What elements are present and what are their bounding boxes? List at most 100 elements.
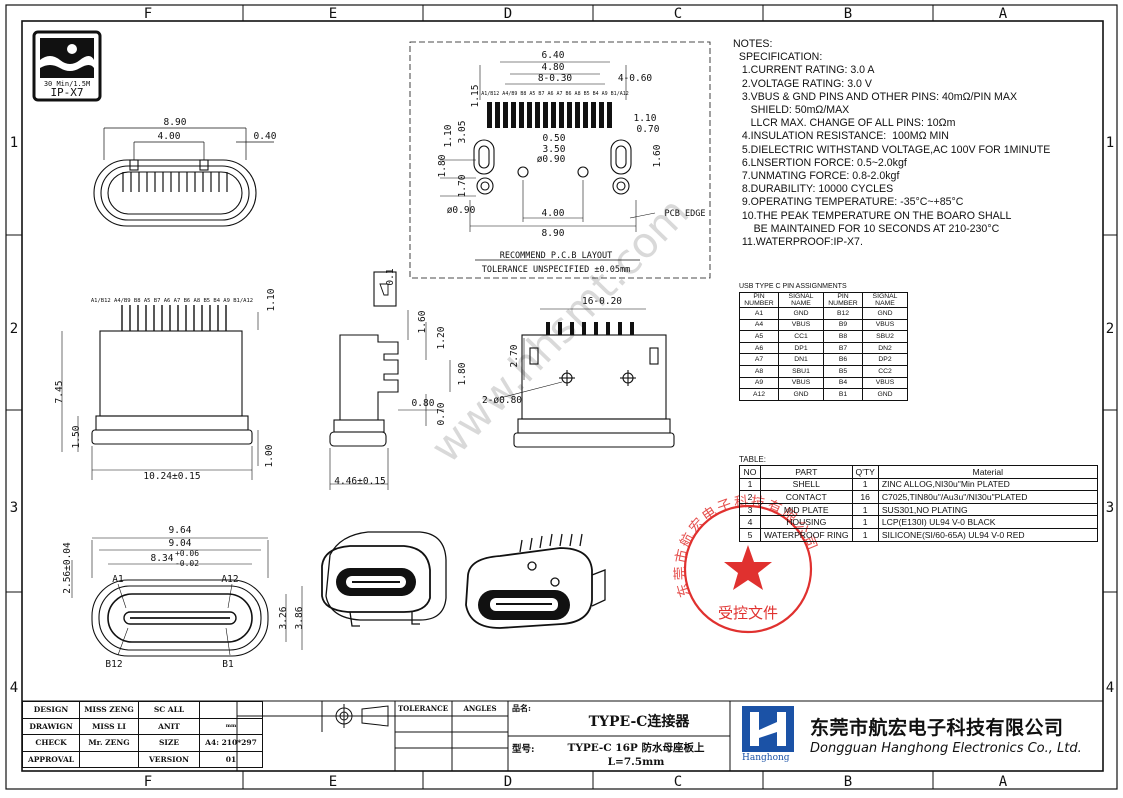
dim-mouth-964: 9.64 [169, 525, 192, 536]
pin-cell: VBUS [778, 318, 824, 332]
pin-cell: A6 [739, 341, 779, 355]
label-a1: A1 [112, 574, 124, 585]
dim-mouth-326: 3.26 [278, 606, 289, 629]
dim-side-120: 1.20 [436, 326, 447, 349]
label-b1: B1 [222, 659, 234, 670]
parts-cell: WATERPROOF RING [760, 527, 853, 542]
title-block-cell: Mr. ZENG [79, 734, 139, 752]
dim-top-400: 4.00 [158, 131, 181, 142]
parts-cell: 16 [851, 490, 879, 504]
spec-notes: NOTES: SPECIFICATION: 1.CURRENT RATING: … [733, 38, 1113, 249]
pcb-layout: 6.40 4.80 8-0.30 4-0.60 1.15 3.05 1.10 1… [409, 41, 711, 279]
dim-mouth-386: 3.86 [294, 606, 305, 629]
zone-bottom-4: B [844, 774, 852, 790]
parts-cell: 1 [739, 477, 761, 492]
parts-cell: 1 [851, 515, 879, 529]
title-block-cell: MISS LI [79, 717, 139, 735]
note-line: 9.OPERATING TEMPERATURE: -35°C~+85°C [733, 196, 964, 209]
zone-left-2: 3 [10, 500, 18, 516]
title-block-cell [199, 701, 263, 719]
dim-pcb-dia090a: ø0.90 [537, 154, 566, 165]
dim-pcb-640: 6.40 [542, 50, 565, 61]
title-block-cell: DRAWIGN [22, 717, 80, 735]
zone-left-0: 1 [10, 135, 18, 151]
dim-back-2-dia080: 2-ø0.80 [482, 395, 522, 406]
parts-cell: 1 [851, 502, 879, 517]
pin-cell: DP2 [862, 353, 908, 366]
badge-line1: 30 Min/1.5M [44, 80, 90, 88]
model-label: 型号: [512, 744, 535, 755]
parts-cell: SUS301,NO PLATING [877, 502, 1098, 517]
side-view-dims: 0.1 1.60 1.20 1.80 0.80 0.70 4.46±0.15 [334, 268, 468, 487]
parts-cell: 1 [851, 527, 879, 542]
zone-left-1: 2 [10, 321, 18, 337]
note-line: 1.CURRENT RATING: 3.0 A [733, 64, 875, 77]
company-logo [742, 706, 794, 752]
note-line: 2.VOLTAGE RATING: 3.0 V [733, 77, 872, 90]
zone-bottom-0: F [144, 774, 152, 790]
parts-cell: HOUSING [760, 515, 853, 529]
parts-cell: SILICONE(SI/60-65A) UL94 V-0 RED [877, 527, 1098, 542]
zone-bottom-1: E [329, 774, 337, 790]
back-view [499, 308, 675, 448]
dim-mouth-904: 9.04 [169, 538, 192, 549]
pin-cell: A8 [739, 364, 779, 378]
dim-pcb-350: 3.50 [543, 144, 566, 155]
parts-cell: 1 [851, 477, 879, 492]
pcb-layout-tolerance: TOLERANCE UNSPECIFIED ±0.05mm [482, 265, 630, 275]
zone-bottom-2: D [504, 774, 512, 790]
pin-cell: SBU1 [778, 364, 824, 378]
dim-pcb-305: 3.05 [457, 121, 468, 144]
pin-cell: GND [862, 388, 908, 401]
dim-pcb-110a: 1.10 [443, 124, 454, 147]
title-block-cell: APPROVAL [22, 750, 80, 768]
pin-cell: B8 [823, 330, 863, 343]
title-block-cell: A4: 210*297 [199, 734, 263, 752]
iso-view-front [321, 531, 447, 627]
tolerance-label: TOLERANCE [398, 704, 448, 713]
zone-right-0: 1 [1106, 135, 1114, 151]
zone-labels: F E D C B A F E D C B A 1 2 3 4 1 2 3 4 [10, 6, 1114, 790]
pin-table-header: PIN NUMBER [823, 292, 863, 308]
title-block-cell: mm [199, 717, 263, 735]
note-line: SPECIFICATION: [733, 51, 823, 64]
company-name-cn: 东莞市航宏电子科技有限公司 [810, 717, 1064, 739]
mouth-view-dims: 9.64 9.04 8.34 +0.06 -0.02 2.56±0.04 A1 … [62, 525, 305, 670]
dim-pcb-480: 4.80 [542, 62, 565, 73]
zone-right-1: 2 [1106, 321, 1114, 337]
parts-cell: ZINC ALLOG,NI30u"Min PLATED [877, 477, 1098, 492]
title-block-cell: CHECK [22, 734, 80, 752]
dim-mouth-tol-plus: +0.06 [175, 549, 199, 558]
title-block-cell [79, 750, 139, 768]
dim-mouth-256: 2.56±0.04 [62, 542, 73, 594]
dim-front-110: 1.10 [266, 288, 277, 311]
dim-pcb-180: 1.80 [437, 154, 448, 177]
dim-pcb-400: 4.00 [542, 208, 565, 219]
inner-frame [21, 20, 1104, 772]
dim-pcb-115: 1.15 [470, 85, 481, 108]
dim-front-150: 1.50 [71, 425, 82, 448]
dim-side-160: 1.60 [417, 310, 428, 333]
note-line: 4.INSULATION RESISTANCE: 100MΩ MIN [733, 130, 949, 143]
angles-label: ANGLES [462, 704, 496, 713]
note-line: 10.THE PEAK TEMPERATURE ON THE BOARO SHA… [733, 209, 1012, 222]
zone-bottom-5: A [999, 774, 1008, 790]
pin-cell: DN1 [778, 353, 824, 366]
pin-cell: GND [862, 307, 908, 320]
pin-cell: B5 [823, 364, 863, 378]
dim-pcb-8-030: 8-0.30 [538, 73, 573, 84]
parts-cell: SHELL [760, 477, 853, 492]
dim-pcb-170: 1.70 [457, 174, 468, 197]
zone-top-1: E [329, 6, 337, 22]
